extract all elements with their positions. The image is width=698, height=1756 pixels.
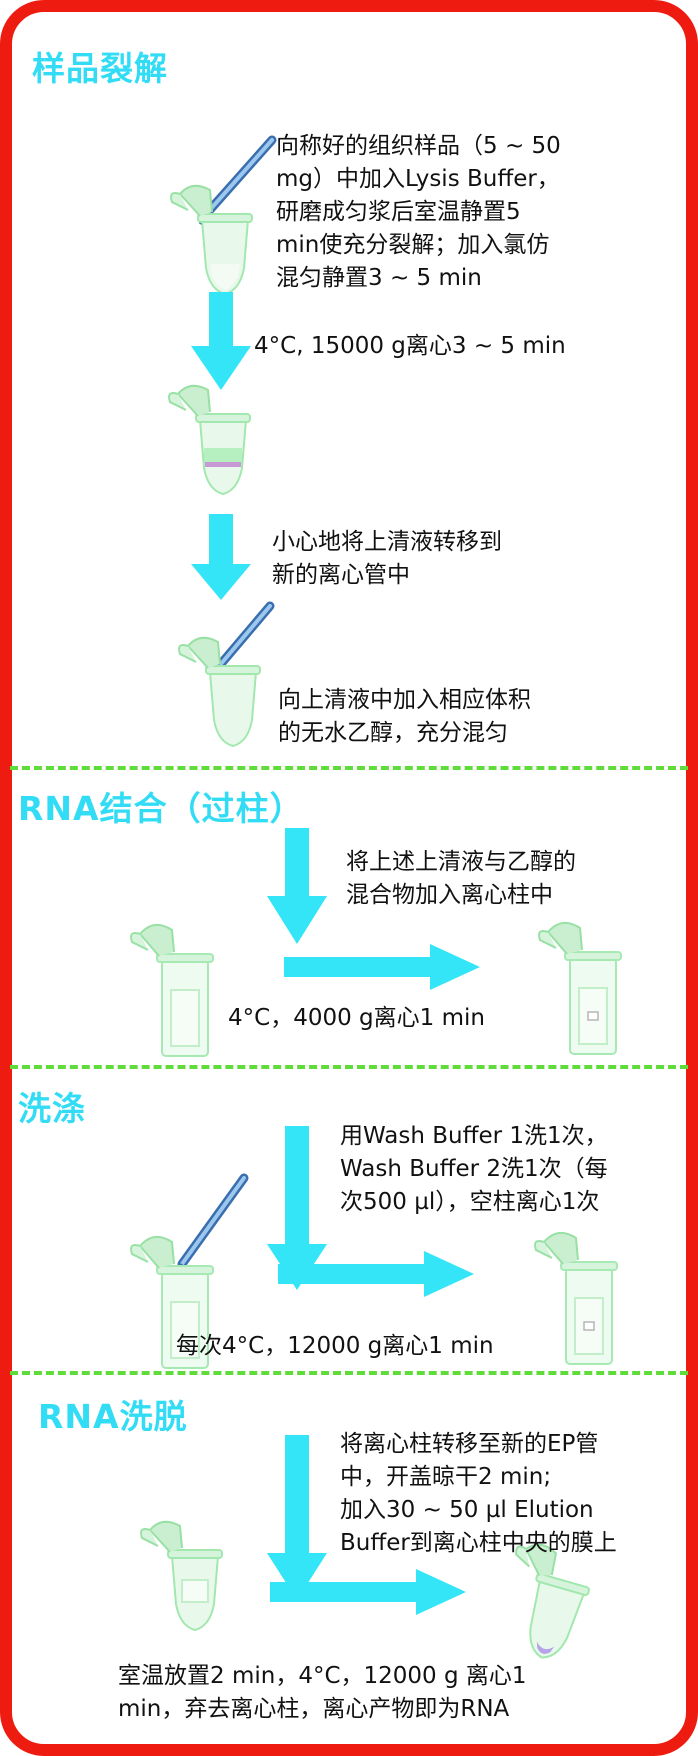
step-text: 用Wash Buffer 1洗1次， Wash Buffer 2洗1次（每 次5… — [340, 1123, 608, 1215]
step-text: 向上清液中加入相应体积 的无水乙醇，充分混匀 — [278, 687, 531, 746]
section-divider — [10, 766, 688, 770]
down-arrow-icon — [267, 828, 327, 944]
spin-column-icon — [538, 921, 622, 1055]
down-arrow-icon — [267, 1435, 327, 1600]
microtube-icon — [178, 636, 261, 747]
step-text: 4°C，4000 g离心1 min — [228, 1005, 485, 1031]
step-text: 室温放置2 min，4°C，12000 g 离心1 min，弃去离心柱，离心产物… — [118, 1663, 527, 1722]
section-divider — [10, 1371, 688, 1375]
right-arrow-icon — [270, 1569, 466, 1615]
microtube-icon — [140, 1520, 223, 1631]
down-arrow-icon — [191, 292, 251, 390]
step-text: 小心地将上清液转移到 新的离心管中 — [272, 529, 502, 588]
pipette-icon — [172, 1173, 249, 1277]
step-text: 向称好的组织样品（5 ~ 50 mg）中加入Lysis Buffer， 研磨成匀… — [276, 133, 561, 291]
section-title-binding: RNA结合（过柱） — [18, 789, 304, 828]
section-title-wash: 洗涤 — [18, 1089, 86, 1128]
right-arrow-icon — [284, 944, 480, 990]
section-title-lysis: 样品裂解 — [32, 49, 168, 88]
spin-column-icon — [130, 923, 214, 1057]
step-text: 4°C, 15000 g离心3 ~ 5 min — [254, 333, 566, 359]
step-text: 将离心柱转移至新的EP管 中，开盖晾干2 min; 加入30 ~ 50 µl E… — [340, 1431, 617, 1556]
down-arrow-icon — [191, 514, 251, 600]
step-text: 将上述上清液与乙醇的 混合物加入离心柱中 — [346, 849, 576, 908]
spin-column-icon — [534, 1231, 618, 1365]
microtube-icon — [168, 384, 251, 495]
step-text: 每次4°C，12000 g离心1 min — [176, 1333, 494, 1359]
section-title-elution: RNA洗脱 — [38, 1397, 188, 1436]
microtube-icon — [170, 184, 253, 295]
right-arrow-icon — [278, 1251, 474, 1297]
microtube-icon — [488, 1537, 599, 1666]
section-divider — [10, 1065, 688, 1069]
